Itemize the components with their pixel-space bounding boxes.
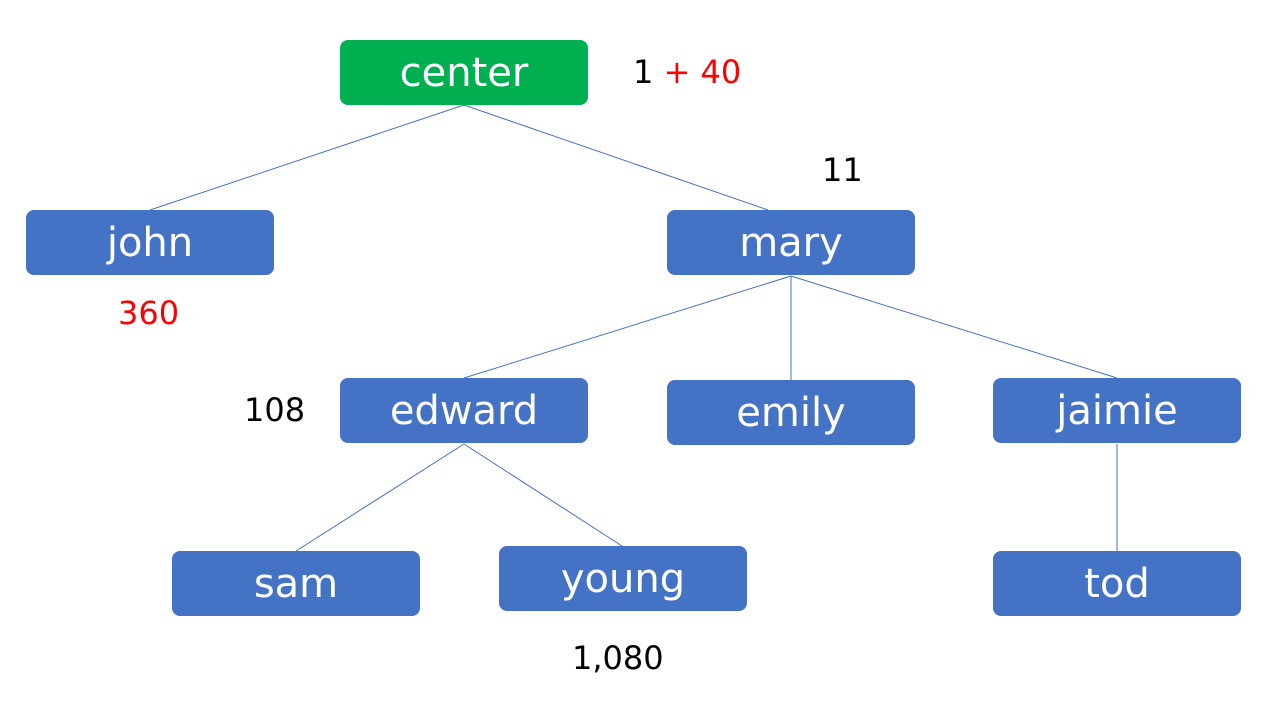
node-label: center — [399, 49, 529, 96]
edge-edward-young — [463, 443, 623, 547]
node-label: edward — [389, 387, 539, 434]
edge-center-mary — [463, 104, 769, 211]
node-label: mary — [739, 219, 843, 266]
edge-edward-sam — [295, 443, 465, 552]
edward-value: 108 — [244, 391, 306, 429]
node-edward: edward — [340, 378, 588, 443]
edge-mary-edward — [463, 275, 792, 379]
young-value: 1,080 — [572, 639, 664, 677]
edge-mary-jaimie — [790, 275, 1118, 379]
node-jaimie: jaimie — [993, 378, 1241, 443]
edge-center-john — [149, 104, 465, 211]
node-sam: sam — [172, 551, 420, 616]
node-label: sam — [253, 560, 339, 607]
center-annotation: 1 + 40 — [633, 56, 741, 88]
node-john: john — [26, 210, 274, 275]
node-mary: mary — [667, 210, 915, 275]
center-plus-value: + 40 — [663, 53, 742, 91]
john-value: 360 — [118, 294, 180, 332]
center-base-value: 1 — [633, 53, 654, 91]
node-emily: emily — [667, 380, 915, 445]
node-young: young — [499, 546, 747, 611]
node-label: young — [560, 555, 686, 602]
mary-value: 11 — [822, 151, 863, 189]
node-label: tod — [1084, 560, 1150, 607]
node-label: emily — [736, 389, 846, 436]
node-center: center — [340, 40, 588, 105]
node-label: john — [106, 219, 194, 266]
node-tod: tod — [993, 551, 1241, 616]
node-label: jaimie — [1056, 387, 1178, 434]
